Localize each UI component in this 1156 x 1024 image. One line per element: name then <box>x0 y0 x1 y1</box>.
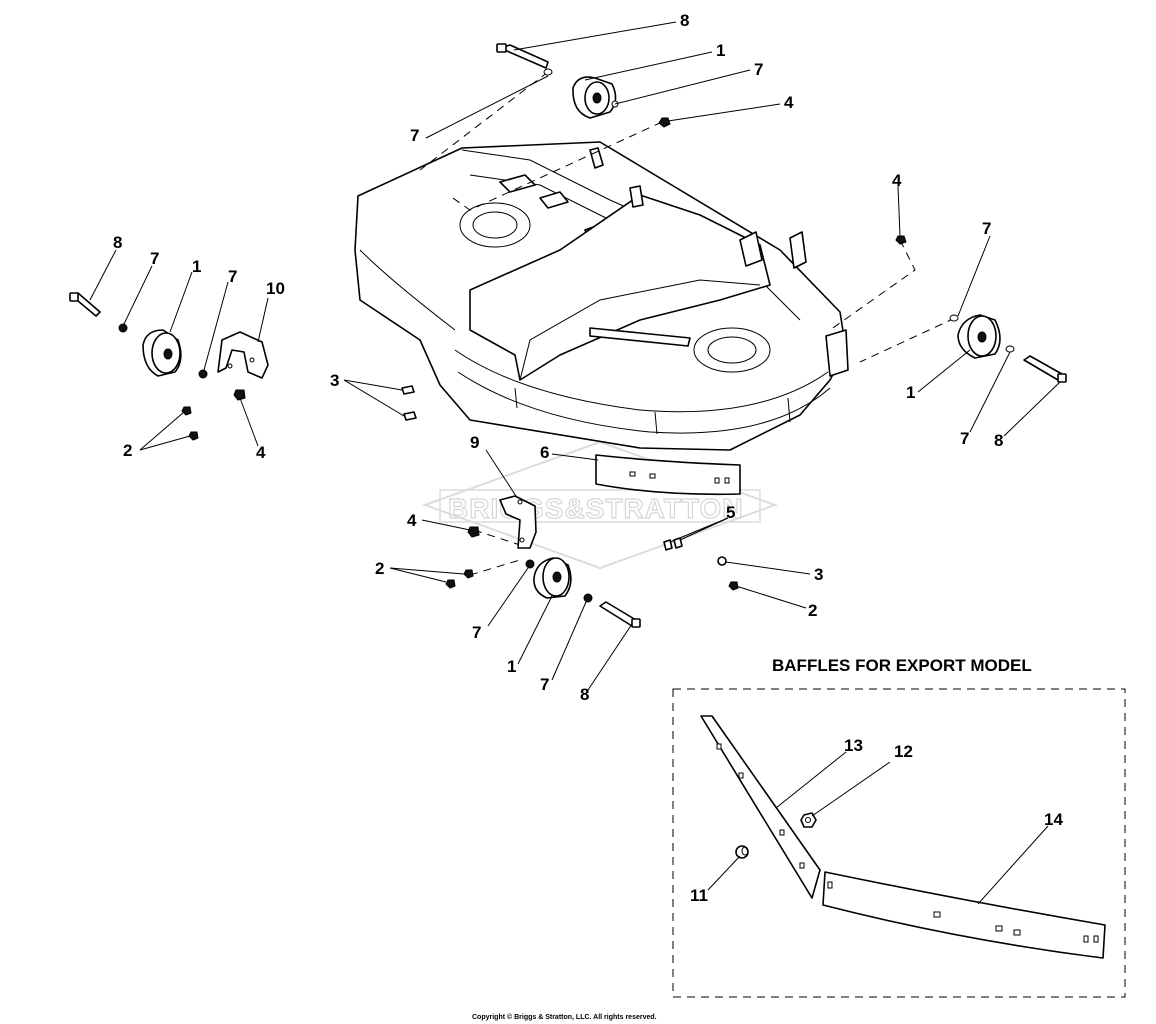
callout-7-right-bottom: 7 <box>960 429 969 448</box>
callout-6: 6 <box>540 443 549 462</box>
leader-lines <box>89 21 1061 905</box>
callouts: 8 1 7 7 4 4 7 1 7 8 8 7 1 7 10 4 2 3 9 6… <box>113 11 1063 905</box>
baffle-part-6 <box>595 454 741 496</box>
callout-1-top: 1 <box>716 41 725 60</box>
front-wheel-assembly <box>445 495 641 628</box>
callout-7-front-b: 7 <box>540 675 549 694</box>
callout-7-top-right: 7 <box>754 60 763 79</box>
callout-8-left: 8 <box>113 233 122 252</box>
hardware-bolts <box>401 385 739 591</box>
left-wheel-assembly <box>69 292 269 441</box>
top-wheel-assembly <box>496 43 671 128</box>
callout-4-top: 4 <box>784 93 794 112</box>
callout-8-right: 8 <box>994 431 1003 450</box>
callout-5: 5 <box>726 503 735 522</box>
watermark-text: BRIGGS&STRATTON <box>448 493 744 524</box>
callout-14: 14 <box>1044 810 1063 829</box>
export-baffles-box <box>672 688 1126 998</box>
callout-1-front: 1 <box>507 657 516 676</box>
callout-1-left: 1 <box>192 257 201 276</box>
callout-3-right: 3 <box>814 565 823 584</box>
callout-2-left: 2 <box>123 441 132 460</box>
copyright-notice: Copyright © Briggs & Stratton, LLC. All … <box>472 1013 657 1021</box>
callout-10: 10 <box>266 279 285 298</box>
callout-12: 12 <box>894 742 913 761</box>
callout-4-left: 4 <box>256 443 266 462</box>
callout-13: 13 <box>844 736 863 755</box>
callout-1-right: 1 <box>906 383 915 402</box>
callout-8-front: 8 <box>580 685 589 704</box>
callout-7-top-left: 7 <box>410 126 419 145</box>
callout-7-left-b: 7 <box>228 267 237 286</box>
callout-4-right: 4 <box>892 171 902 190</box>
callout-3-center: 3 <box>330 371 339 390</box>
mower-deck <box>354 141 849 451</box>
callout-11: 11 <box>690 886 708 905</box>
callout-7-left-a: 7 <box>150 249 159 268</box>
callout-4-front: 4 <box>407 511 417 530</box>
callout-7-front-a: 7 <box>472 623 481 642</box>
callout-2-front: 2 <box>375 559 384 578</box>
export-section-title: BAFFLES FOR EXPORT MODEL <box>772 656 1032 675</box>
callout-8-top: 8 <box>680 11 689 30</box>
callout-7-right-top: 7 <box>982 219 991 238</box>
right-wheel-assembly <box>895 235 1067 383</box>
callout-9: 9 <box>470 433 479 452</box>
callout-2-right: 2 <box>808 601 817 620</box>
assembly-lines <box>419 71 956 576</box>
